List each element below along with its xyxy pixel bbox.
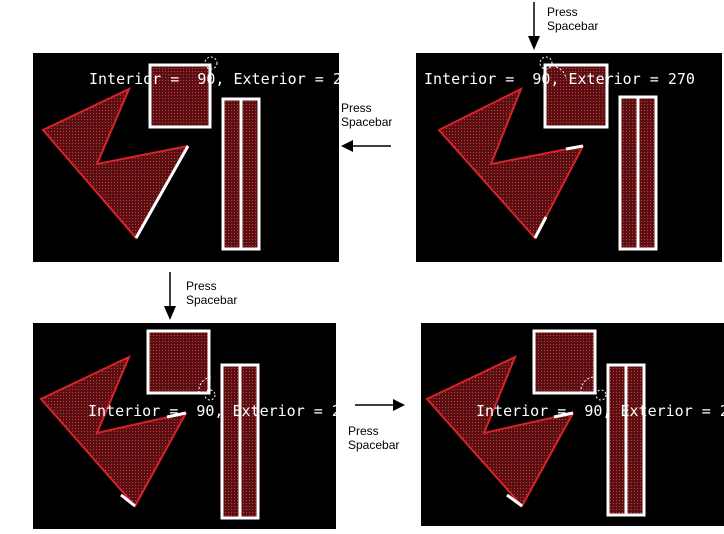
caption-bottom-middle: Press Spacebar xyxy=(348,424,399,452)
panel-bottom-left: Interior = 90, Exterior = 270 xyxy=(33,323,336,529)
cursor-circle xyxy=(204,389,216,401)
caption-top-text: Press Spacebar xyxy=(547,5,599,33)
polygon-shape xyxy=(43,89,188,238)
polygon-shape xyxy=(41,357,186,506)
arrow-down-left xyxy=(164,272,176,320)
caption-left-middle: Press Spacebar xyxy=(186,279,237,307)
cursor-circle xyxy=(539,56,553,70)
hud-text: Interior = 90, Exterior = 270 xyxy=(424,70,695,88)
panel-top-right: Interior = 90, Exterior = 270 xyxy=(416,53,722,262)
hud-text: Interior = 90, Exterior = 270 xyxy=(89,70,339,88)
caption-top: Press Spacebar xyxy=(547,5,598,33)
square-shape xyxy=(146,329,211,395)
caption-top-middle: Press Spacebar xyxy=(341,101,392,129)
arrow-right-bottom xyxy=(355,399,405,411)
cursor-circle xyxy=(595,389,607,401)
square-shape xyxy=(148,63,212,129)
polygon-shape xyxy=(439,89,583,238)
polygon-shape xyxy=(427,357,573,506)
panel-top-left: Interior = 90, Exterior = 270 xyxy=(33,53,339,262)
caption-left-middle-text: Press Spacebar xyxy=(186,279,238,307)
caption-bottom-middle-text: Press Spacebar xyxy=(348,424,400,452)
arrow-down-top xyxy=(528,2,540,50)
hud-text: Interior = 90, Exterior = 270 xyxy=(88,402,336,420)
cursor-circle xyxy=(204,56,218,70)
caption-top-middle-text: Press Spacebar xyxy=(341,101,393,129)
hud-text: Interior = 90, Exterior = 270 xyxy=(476,402,724,420)
panel-bottom-right: Interior = 90, Exterior = 270 xyxy=(421,323,724,526)
square-shape xyxy=(532,329,597,395)
arrow-left-top xyxy=(341,140,391,152)
square-shape xyxy=(543,63,609,129)
